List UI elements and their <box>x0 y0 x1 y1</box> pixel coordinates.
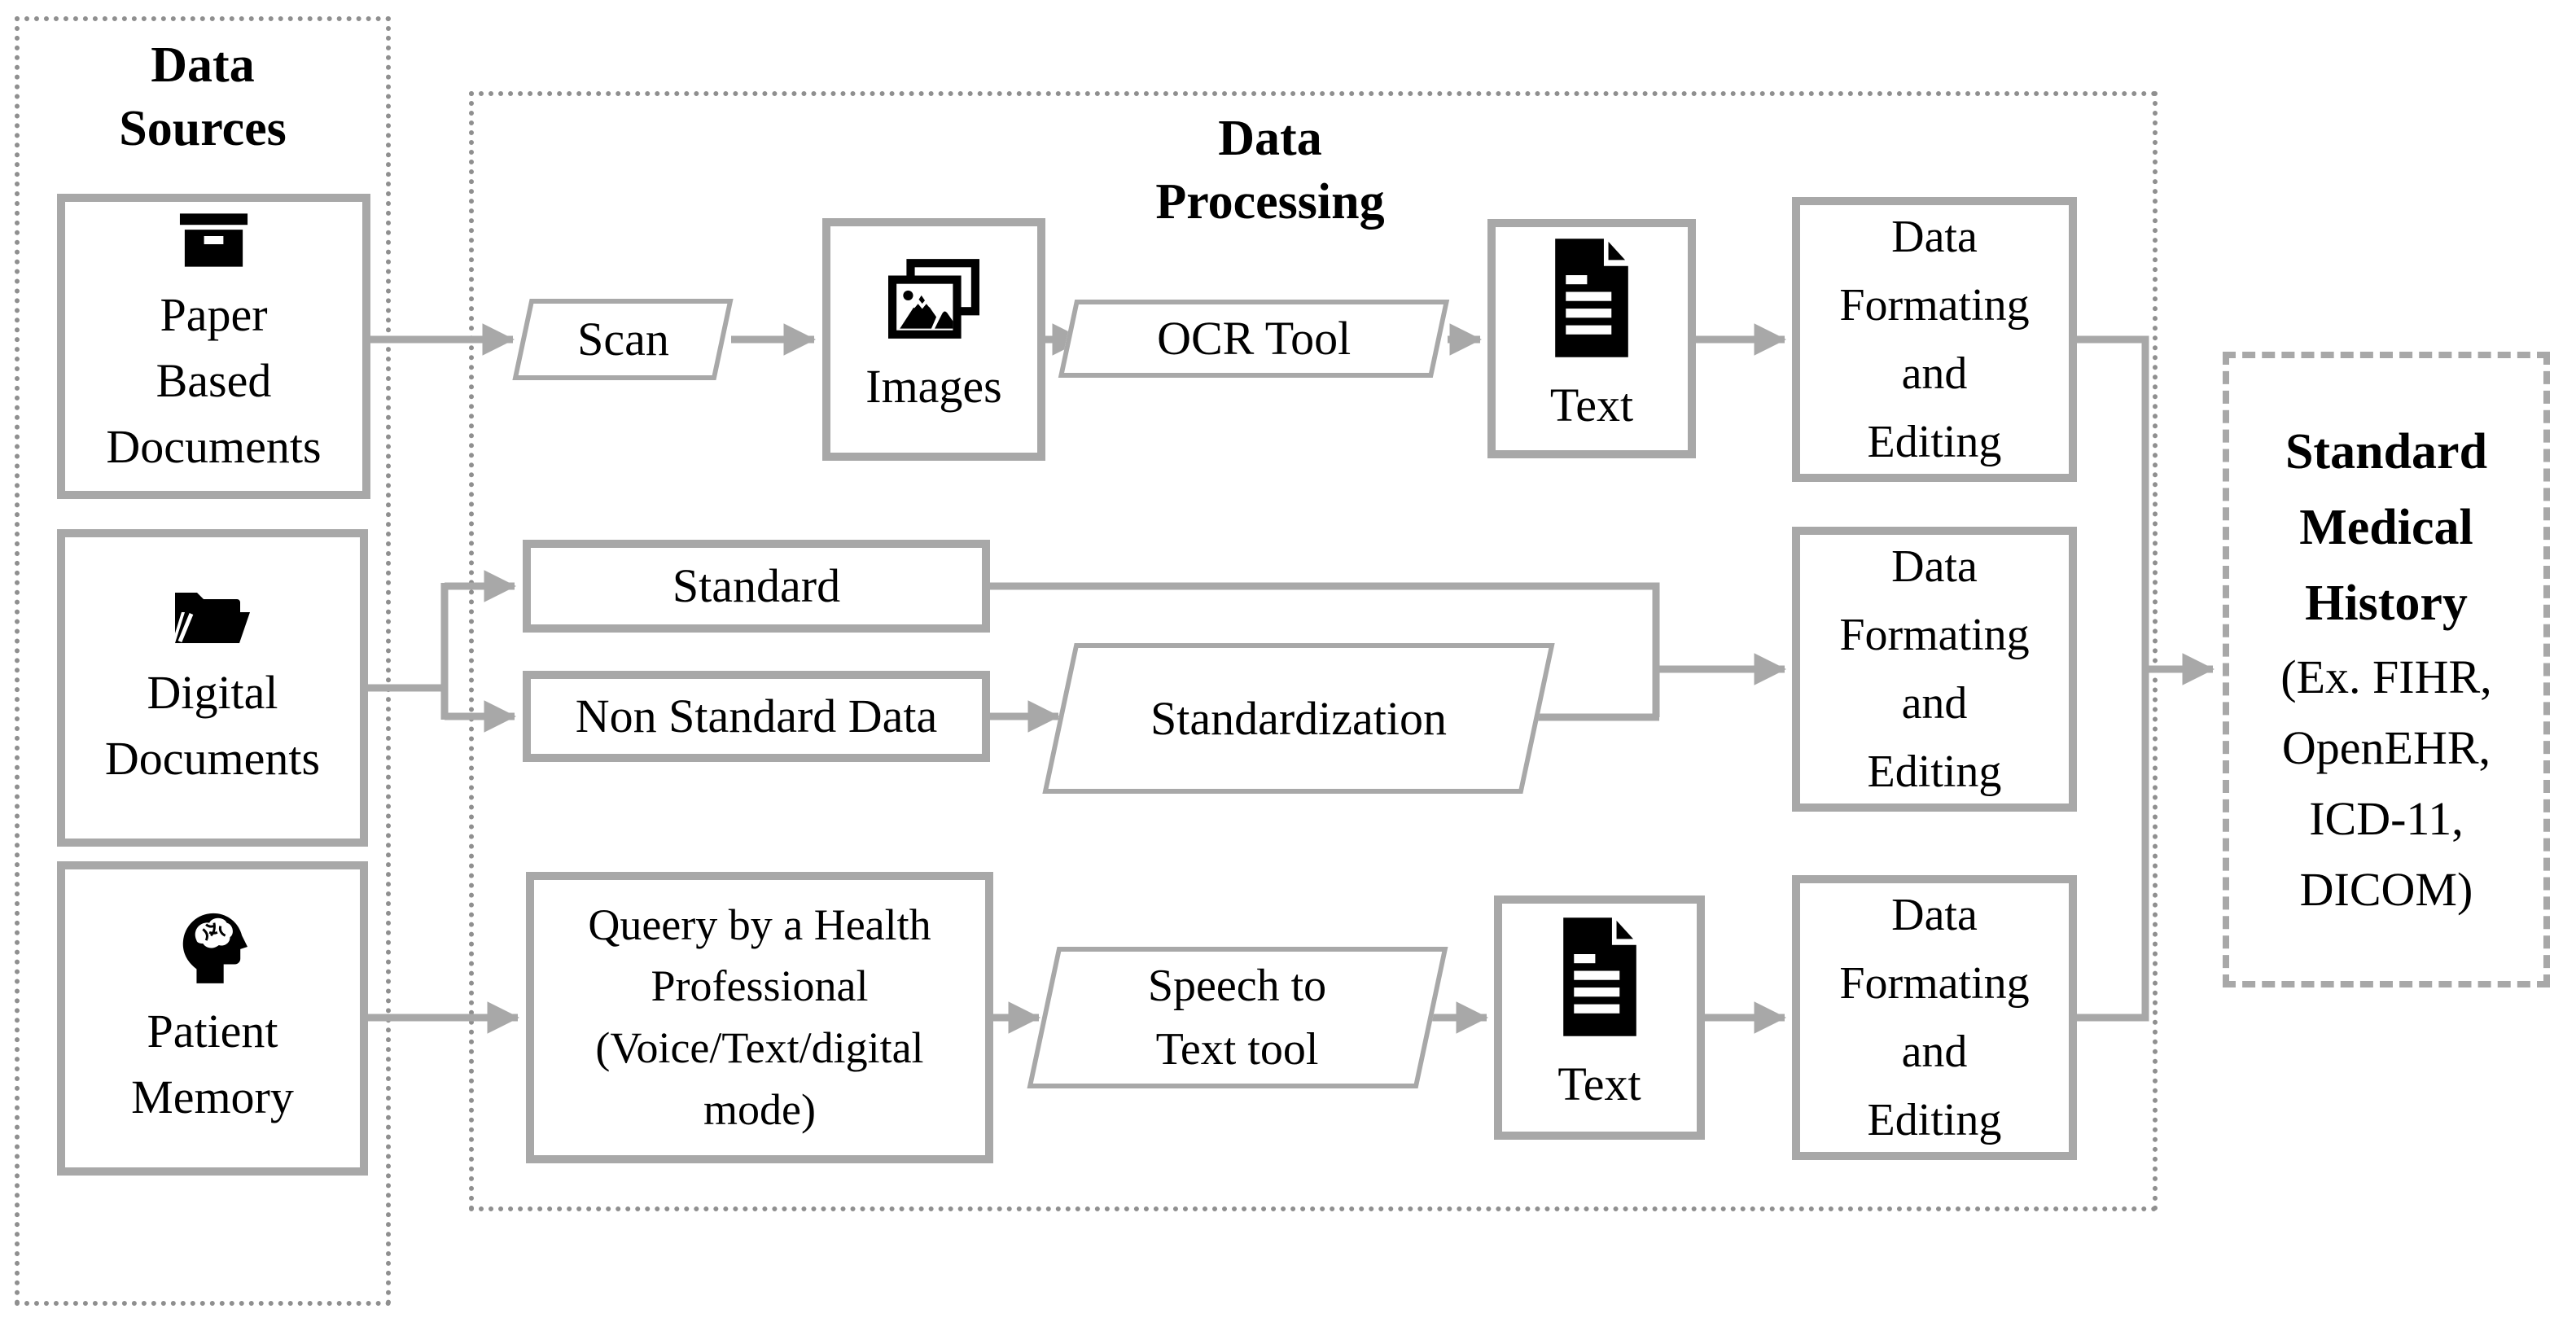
ocr-tool-label: OCR Tool <box>1156 312 1352 366</box>
standard-medical-history-subtitle: (Ex. FIHR, OpenEHR, ICD-11, DICOM) <box>2280 650 2492 916</box>
standard-medical-history-title: Standard Medical History <box>2285 424 2488 631</box>
formatting-box-row2: Data Formating and Editing <box>1792 527 2077 812</box>
ocr-tool-parallelogram: OCR Tool <box>1058 300 1450 378</box>
non-standard-data-box: Non Standard Data <box>523 671 990 762</box>
patient-memory-label: Patient Memory <box>131 1004 294 1123</box>
paper-based-documents-label: Paper Based Documents <box>106 287 322 474</box>
digital-documents-label: Digital Documents <box>104 665 321 785</box>
speech-to-text-label: Speech to Text tool <box>1148 960 1327 1075</box>
document-text-icon <box>1562 917 1636 1037</box>
photo-stack-icon <box>888 259 979 339</box>
head-brain-icon <box>182 913 248 983</box>
paper-based-documents-box: Paper Based Documents <box>57 194 370 499</box>
formatting-box-row1: Data Formating and Editing <box>1792 197 2077 482</box>
text-label-row1: Text <box>1549 379 1634 432</box>
text-label-row3: Text <box>1557 1057 1641 1111</box>
standardization-label: Standardization <box>1150 691 1447 745</box>
images-label: Images <box>865 360 1002 414</box>
data-processing-title: Data Processing <box>1155 111 1385 230</box>
standard-label: Standard <box>672 559 841 613</box>
line-formatting1-to-junction <box>2075 335 2149 669</box>
formatting-label-row1: Data Formating and Editing <box>1839 212 2030 467</box>
line-standard-bypass <box>988 582 1660 717</box>
scan-label: Scan <box>576 313 669 366</box>
text-box-row3: Text <box>1494 895 1705 1140</box>
patient-memory-box: Patient Memory <box>57 861 368 1176</box>
standard-medical-history-box: Standard Medical History (Ex. FIHR, Open… <box>2223 352 2550 987</box>
open-folder-icon <box>175 592 250 643</box>
query-health-professional-label: Queery by a Health Professional (Voice/T… <box>588 900 931 1134</box>
non-standard-data-label: Non Standard Data <box>575 690 938 743</box>
standardization-parallelogram: Standardization <box>1042 643 1555 794</box>
data-sources-title: Data Sources <box>119 37 287 156</box>
line-formatting3-to-junction <box>2075 669 2149 1022</box>
speech-to-text-parallelogram: Speech to Text tool <box>1027 947 1448 1088</box>
scan-parallelogram: Scan <box>512 299 734 380</box>
images-box: Images <box>822 218 1045 461</box>
data-processing-container <box>469 91 2158 1211</box>
data-sources-container <box>15 16 391 1306</box>
formatting-box-row3: Data Formating and Editing <box>1792 875 2077 1160</box>
digital-documents-box: Digital Documents <box>57 529 368 847</box>
document-text-icon <box>1555 239 1628 358</box>
archive-box-icon <box>179 213 248 267</box>
text-box-row1: Text <box>1487 219 1696 458</box>
formatting-label-row3: Data Formating and Editing <box>1839 890 2030 1145</box>
standard-box: Standard <box>523 540 990 633</box>
query-health-professional-box: Queery by a Health Professional (Voice/T… <box>526 872 993 1163</box>
formatting-label-row2: Data Formating and Editing <box>1839 541 2030 797</box>
